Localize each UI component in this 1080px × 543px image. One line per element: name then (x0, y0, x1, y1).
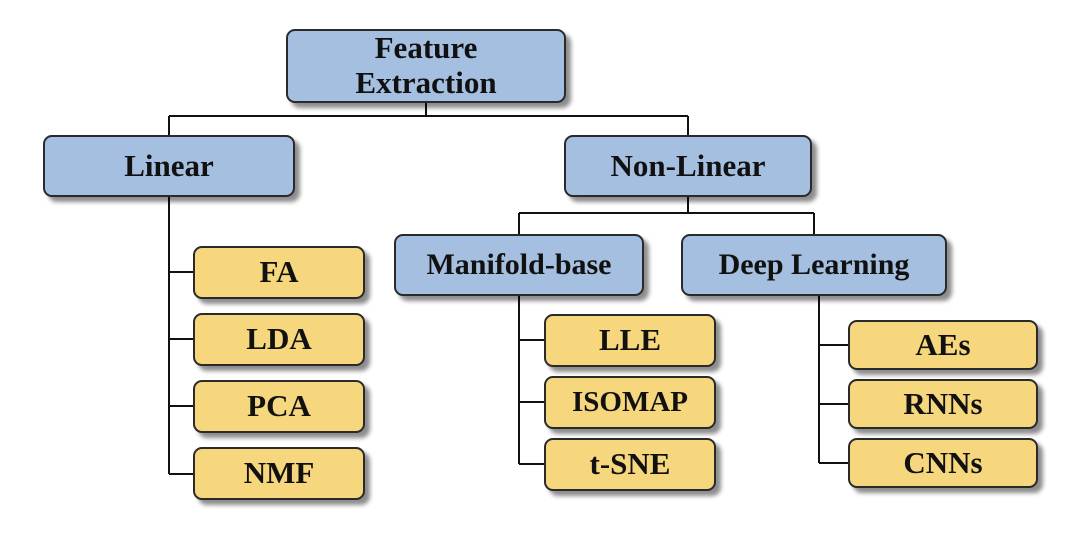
deep-learning-label: Deep Learning (718, 248, 910, 282)
method-node-aes: AEs (848, 320, 1038, 370)
method-node-rnns: RNNs (848, 379, 1038, 429)
manifold-base-label: Manifold-base (426, 248, 612, 282)
method-node-lle: LLE (544, 314, 716, 367)
method-label: LLE (598, 322, 662, 358)
category-node-deep-learning: Deep Learning (681, 234, 947, 296)
non-linear-label: Non-Linear (610, 147, 766, 183)
linear-label: Linear (124, 147, 214, 183)
method-label: NMF (243, 455, 315, 491)
method-label: CNNs (903, 444, 983, 480)
method-label: t-SNE (589, 446, 671, 482)
root-label-line2: Extraction (355, 65, 497, 100)
category-node-manifold-base: Manifold-base (394, 234, 644, 296)
method-node-pca: PCA (193, 380, 365, 433)
method-label: FA (259, 254, 299, 290)
root-node-feature-extraction: Feature Extraction (286, 29, 566, 103)
method-node-t-sne: t-SNE (544, 438, 716, 491)
root-label-line1: Feature (374, 30, 478, 66)
method-label: PCA (247, 388, 311, 424)
category-node-non-linear: Non-Linear (564, 135, 812, 197)
method-node-fa: FA (193, 246, 365, 299)
method-node-isomap: ISOMAP (544, 376, 716, 429)
method-label: ISOMAP (572, 386, 688, 419)
method-node-nmf: NMF (193, 447, 365, 500)
method-node-lda: LDA (193, 313, 365, 366)
category-node-linear: Linear (43, 135, 295, 197)
method-label: AEs (915, 326, 971, 362)
method-node-cnns: CNNs (848, 438, 1038, 488)
method-label: LDA (246, 321, 312, 357)
method-label: RNNs (903, 385, 983, 421)
